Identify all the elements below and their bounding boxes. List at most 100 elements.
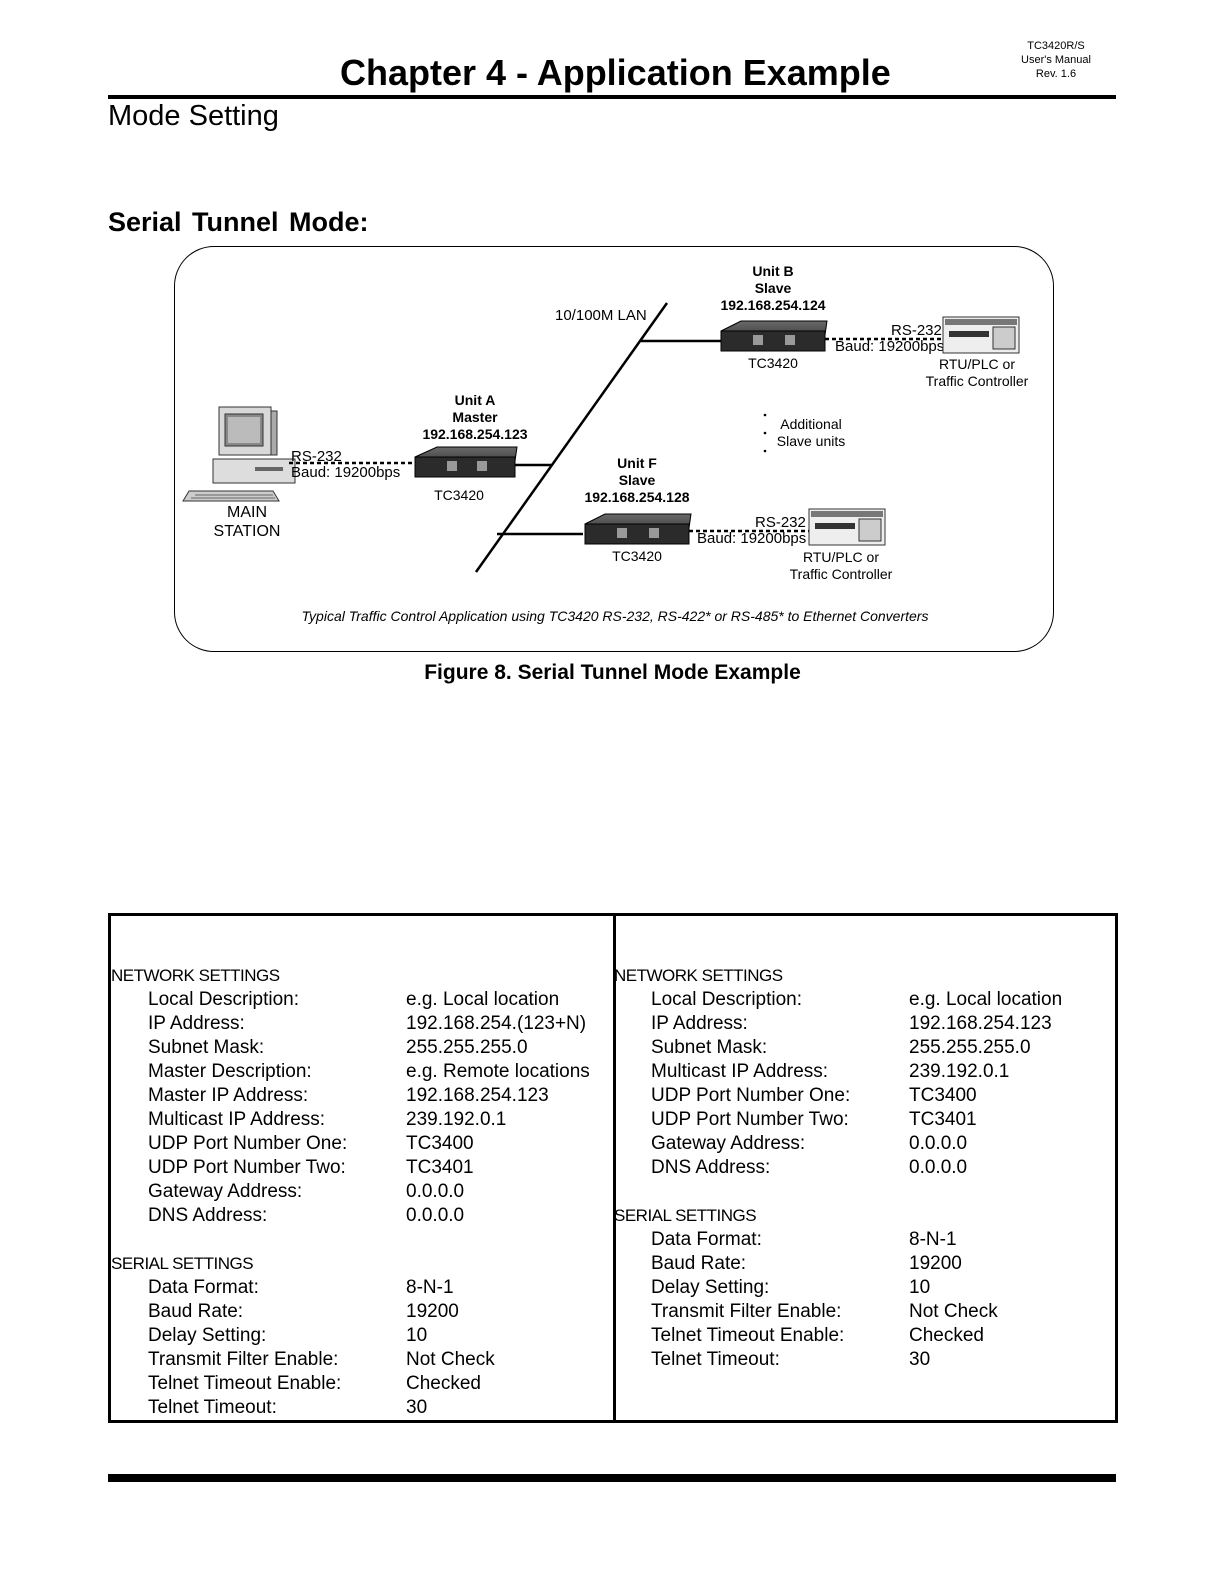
setting-value: 192.168.254.123 bbox=[909, 1013, 1052, 1034]
settings-row: IP Address:192.168.254.(123+N) bbox=[111, 1012, 611, 1036]
doc-revision: Rev. 1.6 bbox=[1035, 68, 1077, 80]
setting-label: Subnet Mask: bbox=[651, 1037, 768, 1058]
lan-backbone bbox=[474, 302, 669, 573]
unit-a-name: Unit A bbox=[455, 392, 496, 408]
setting-value: 19200 bbox=[406, 1301, 459, 1322]
setting-label: Telnet Timeout Enable: bbox=[148, 1373, 342, 1394]
settings-row: Master Description: e.g. Remote locations bbox=[111, 1060, 611, 1084]
setting-value: 192.168.254.(123+N) bbox=[406, 1013, 587, 1034]
section-title: Mode Setting bbox=[108, 100, 279, 132]
doc-code: TC3420R/S bbox=[1027, 40, 1085, 52]
settings-row: UDP Port Number One:TC3400 bbox=[614, 1084, 1114, 1108]
setting-value: Checked bbox=[406, 1373, 481, 1394]
setting-value: 255.255.255.0 bbox=[909, 1037, 1031, 1058]
settings-row: DNS Address:0.0.0.0 bbox=[614, 1156, 1114, 1180]
rs232-label-f: RS-232 bbox=[755, 514, 806, 531]
header-rule bbox=[108, 95, 1116, 99]
setting-label: Multicast IP Address: bbox=[148, 1109, 326, 1130]
setting-value: Not Check bbox=[406, 1349, 495, 1370]
setting-label: Delay Setting: bbox=[651, 1277, 770, 1298]
setting-value: 0.0.0.0 bbox=[406, 1181, 465, 1202]
setting-label: Telnet Timeout: bbox=[651, 1349, 780, 1370]
settings-row: DNS Address:0.0.0.0 bbox=[111, 1204, 611, 1228]
settings-row: UDP Port Number Two:TC3401 bbox=[111, 1156, 611, 1180]
setting-value: e.g. Remote locations bbox=[406, 1061, 590, 1082]
unit-b-ip: 192.168.254.124 bbox=[720, 297, 825, 313]
setting-label: Subnet Mask: bbox=[148, 1037, 265, 1058]
settings-row: Subnet Mask: 255.255.255.0 bbox=[614, 1036, 1114, 1060]
setting-label: Baud Rate: bbox=[651, 1253, 747, 1274]
figure-inner-caption: Typical Traffic Control Application usin… bbox=[302, 608, 929, 624]
setting-value: TC3401 bbox=[406, 1157, 474, 1178]
settings-row: Delay Setting:10 bbox=[614, 1276, 1114, 1300]
unit-f-role: Slave bbox=[619, 472, 656, 488]
setting-label: Local Description: bbox=[148, 989, 300, 1010]
setting-label: Baud Rate: bbox=[148, 1301, 244, 1322]
rs232-label-b: RS-232 bbox=[891, 322, 942, 339]
setting-label: Transmit Filter Enable: bbox=[148, 1349, 339, 1370]
rtu-f-label-1: RTU/PLC or bbox=[803, 549, 879, 565]
setting-label: Telnet Timeout: bbox=[148, 1397, 277, 1418]
settings-row: Local Description: e.g. Local location bbox=[111, 988, 611, 1012]
setting-value: e.g. Local location bbox=[406, 989, 560, 1010]
setting-value: 8-N-1 bbox=[406, 1277, 454, 1298]
unit-b-name: Unit B bbox=[752, 263, 793, 279]
settings-row: Telnet Timeout Enable: Checked bbox=[111, 1372, 611, 1396]
document-meta: TC3420R/S User's Manual Rev. 1.6 bbox=[1010, 39, 1102, 81]
setting-label: DNS Address: bbox=[148, 1205, 268, 1226]
baud-label-b: Baud: 19200bps bbox=[835, 338, 944, 355]
setting-label: Multicast IP Address: bbox=[651, 1061, 829, 1082]
doc-name: User's Manual bbox=[1021, 54, 1091, 66]
network-settings-heading: NETWORK SETTINGS bbox=[614, 966, 783, 985]
setting-value: 30 bbox=[406, 1397, 428, 1418]
setting-label: Gateway Address: bbox=[651, 1133, 806, 1154]
settings-row: Data Format: 8-N-1 bbox=[614, 1228, 1114, 1252]
setting-label: UDP Port Number One: bbox=[651, 1085, 851, 1106]
settings-row: Transmit Filter Enable: Not Check bbox=[111, 1348, 611, 1372]
settings-row: Data Format: 8-N-1 bbox=[111, 1276, 611, 1300]
setting-value: 19200 bbox=[909, 1253, 962, 1274]
network-settings-heading: NETWORK SETTINGS bbox=[111, 966, 280, 985]
setting-value: 255.255.255.0 bbox=[406, 1037, 528, 1058]
settings-row: Multicast IP Address:239.192.0.1 bbox=[111, 1108, 611, 1132]
settings-row: UDP Port Number One:TC3400 bbox=[111, 1132, 611, 1156]
settings-row: Gateway Address: 0.0.0.0 bbox=[614, 1132, 1114, 1156]
setting-value: 8-N-1 bbox=[909, 1229, 957, 1250]
setting-value: 192.168.254.123 bbox=[406, 1085, 549, 1106]
settings-row: Telnet Timeout Enable:Checked bbox=[614, 1324, 1114, 1348]
settings-row: Local Description: e.g. Local location bbox=[614, 988, 1114, 1012]
setting-label: Data Format: bbox=[148, 1277, 259, 1298]
unit-a-device-icon bbox=[414, 446, 518, 478]
settings-row: Telnet Timeout: 30 bbox=[111, 1396, 611, 1420]
master-settings-column: NETWORK SETTINGS Local Description: e.g. … bbox=[614, 964, 1114, 1372]
settings-table: NETWORK SETTINGS Local Description: e.g. … bbox=[108, 913, 1118, 1423]
setting-label: Gateway Address: bbox=[148, 1181, 303, 1202]
setting-value: 239.192.0.1 bbox=[909, 1061, 1010, 1082]
settings-row: Telnet Timeout:30 bbox=[614, 1348, 1114, 1372]
settings-row: Gateway Address: 0.0.0.0 bbox=[111, 1180, 611, 1204]
unit-b-model: TC3420 bbox=[748, 355, 798, 371]
setting-label: UDP Port Number One: bbox=[148, 1133, 348, 1154]
setting-label: Master IP Address: bbox=[148, 1085, 309, 1106]
rtu-b-label-2: Traffic Controller bbox=[926, 373, 1029, 389]
unit-f-model: TC3420 bbox=[612, 548, 662, 564]
settings-divider bbox=[613, 913, 616, 1423]
unit-f-ip: 192.168.254.128 bbox=[584, 489, 689, 505]
unit-f-device-icon bbox=[584, 513, 692, 545]
setting-value: 0.0.0.0 bbox=[909, 1133, 968, 1154]
unit-a-role: Master bbox=[452, 409, 498, 425]
setting-label: Local Description: bbox=[651, 989, 803, 1010]
setting-value: Not Check bbox=[909, 1301, 998, 1322]
subsection-title: Serial Tunnel Mode: bbox=[108, 207, 369, 237]
setting-value: 10 bbox=[406, 1325, 428, 1346]
serial-settings-heading: SERIAL SETTINGS bbox=[614, 1206, 757, 1225]
rs232-label-a: RS-232 bbox=[291, 448, 342, 465]
setting-value: e.g. Local location bbox=[909, 989, 1063, 1010]
setting-label: Data Format: bbox=[651, 1229, 762, 1250]
setting-label: Master Description: bbox=[148, 1061, 312, 1082]
settings-row: Baud Rate: 19200 bbox=[614, 1252, 1114, 1276]
main-station-label-2: STATION bbox=[214, 523, 281, 540]
serial-settings-heading: SERIAL SETTINGS bbox=[111, 1254, 254, 1273]
rtu-f-label-2: Traffic Controller bbox=[790, 566, 893, 582]
setting-label: Transmit Filter Enable: bbox=[651, 1301, 842, 1322]
